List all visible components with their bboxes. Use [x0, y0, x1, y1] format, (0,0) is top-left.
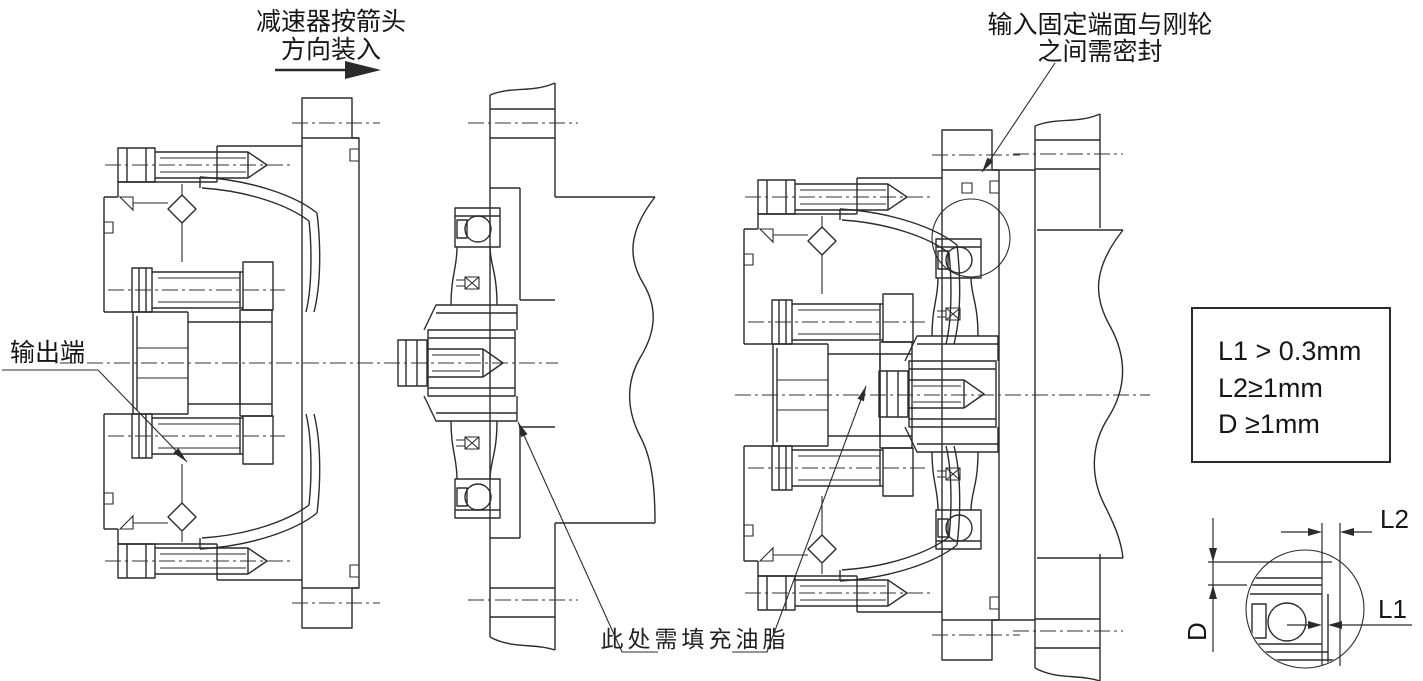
- grease-leader-left: [517, 421, 658, 653]
- annotations: 减速器按箭头 方向装入 输入固定端面与刚轮 之间需密封 输出端 此处需填充油脂: [2, 8, 1213, 653]
- install-note-line1: 减速器按箭头: [256, 8, 406, 36]
- seal-note-line2: 之间需密封: [1037, 38, 1162, 66]
- grease-note: 此处需填充油脂: [601, 627, 790, 653]
- detail-label-l1: L1: [1378, 594, 1407, 624]
- seal-detail-circle: [931, 198, 1011, 278]
- middle-section-view-input-unit: [398, 82, 656, 651]
- detail-label-d: D: [1182, 622, 1212, 641]
- grease-leader-left-arrow: [518, 422, 528, 438]
- centerlines: [60, 362, 1150, 396]
- bearing-ball: [1267, 602, 1307, 642]
- spec-l2: L2≥1mm: [1218, 373, 1323, 403]
- install-note-line2: 方向装入: [281, 36, 381, 64]
- detail-circle: [1245, 549, 1365, 669]
- grease-leader-right: [732, 385, 867, 653]
- detail-label-l2: L2: [1380, 504, 1409, 534]
- install-direction-arrow-head: [345, 61, 381, 79]
- seal-note-line1: 输入固定端面与刚轮: [987, 11, 1212, 39]
- grease-leader-right-arrow: [857, 386, 866, 402]
- seal-leader-line: [981, 62, 1056, 173]
- spec-l1: L1 > 0.3mm: [1218, 336, 1361, 366]
- output-end-label: 输出端: [10, 339, 85, 367]
- output-end-leader-arrow: [173, 448, 187, 462]
- seal-leader-arrow: [982, 157, 994, 172]
- spec-d: D ≥1mm: [1218, 409, 1320, 439]
- detail-view-clearances: L2 L1 D: [1182, 504, 1412, 669]
- output-end-leader-line: [2, 369, 188, 463]
- assembled-section-view: [744, 113, 1124, 681]
- spec-box: L1 > 0.3mm L2≥1mm D ≥1mm: [1191, 307, 1391, 463]
